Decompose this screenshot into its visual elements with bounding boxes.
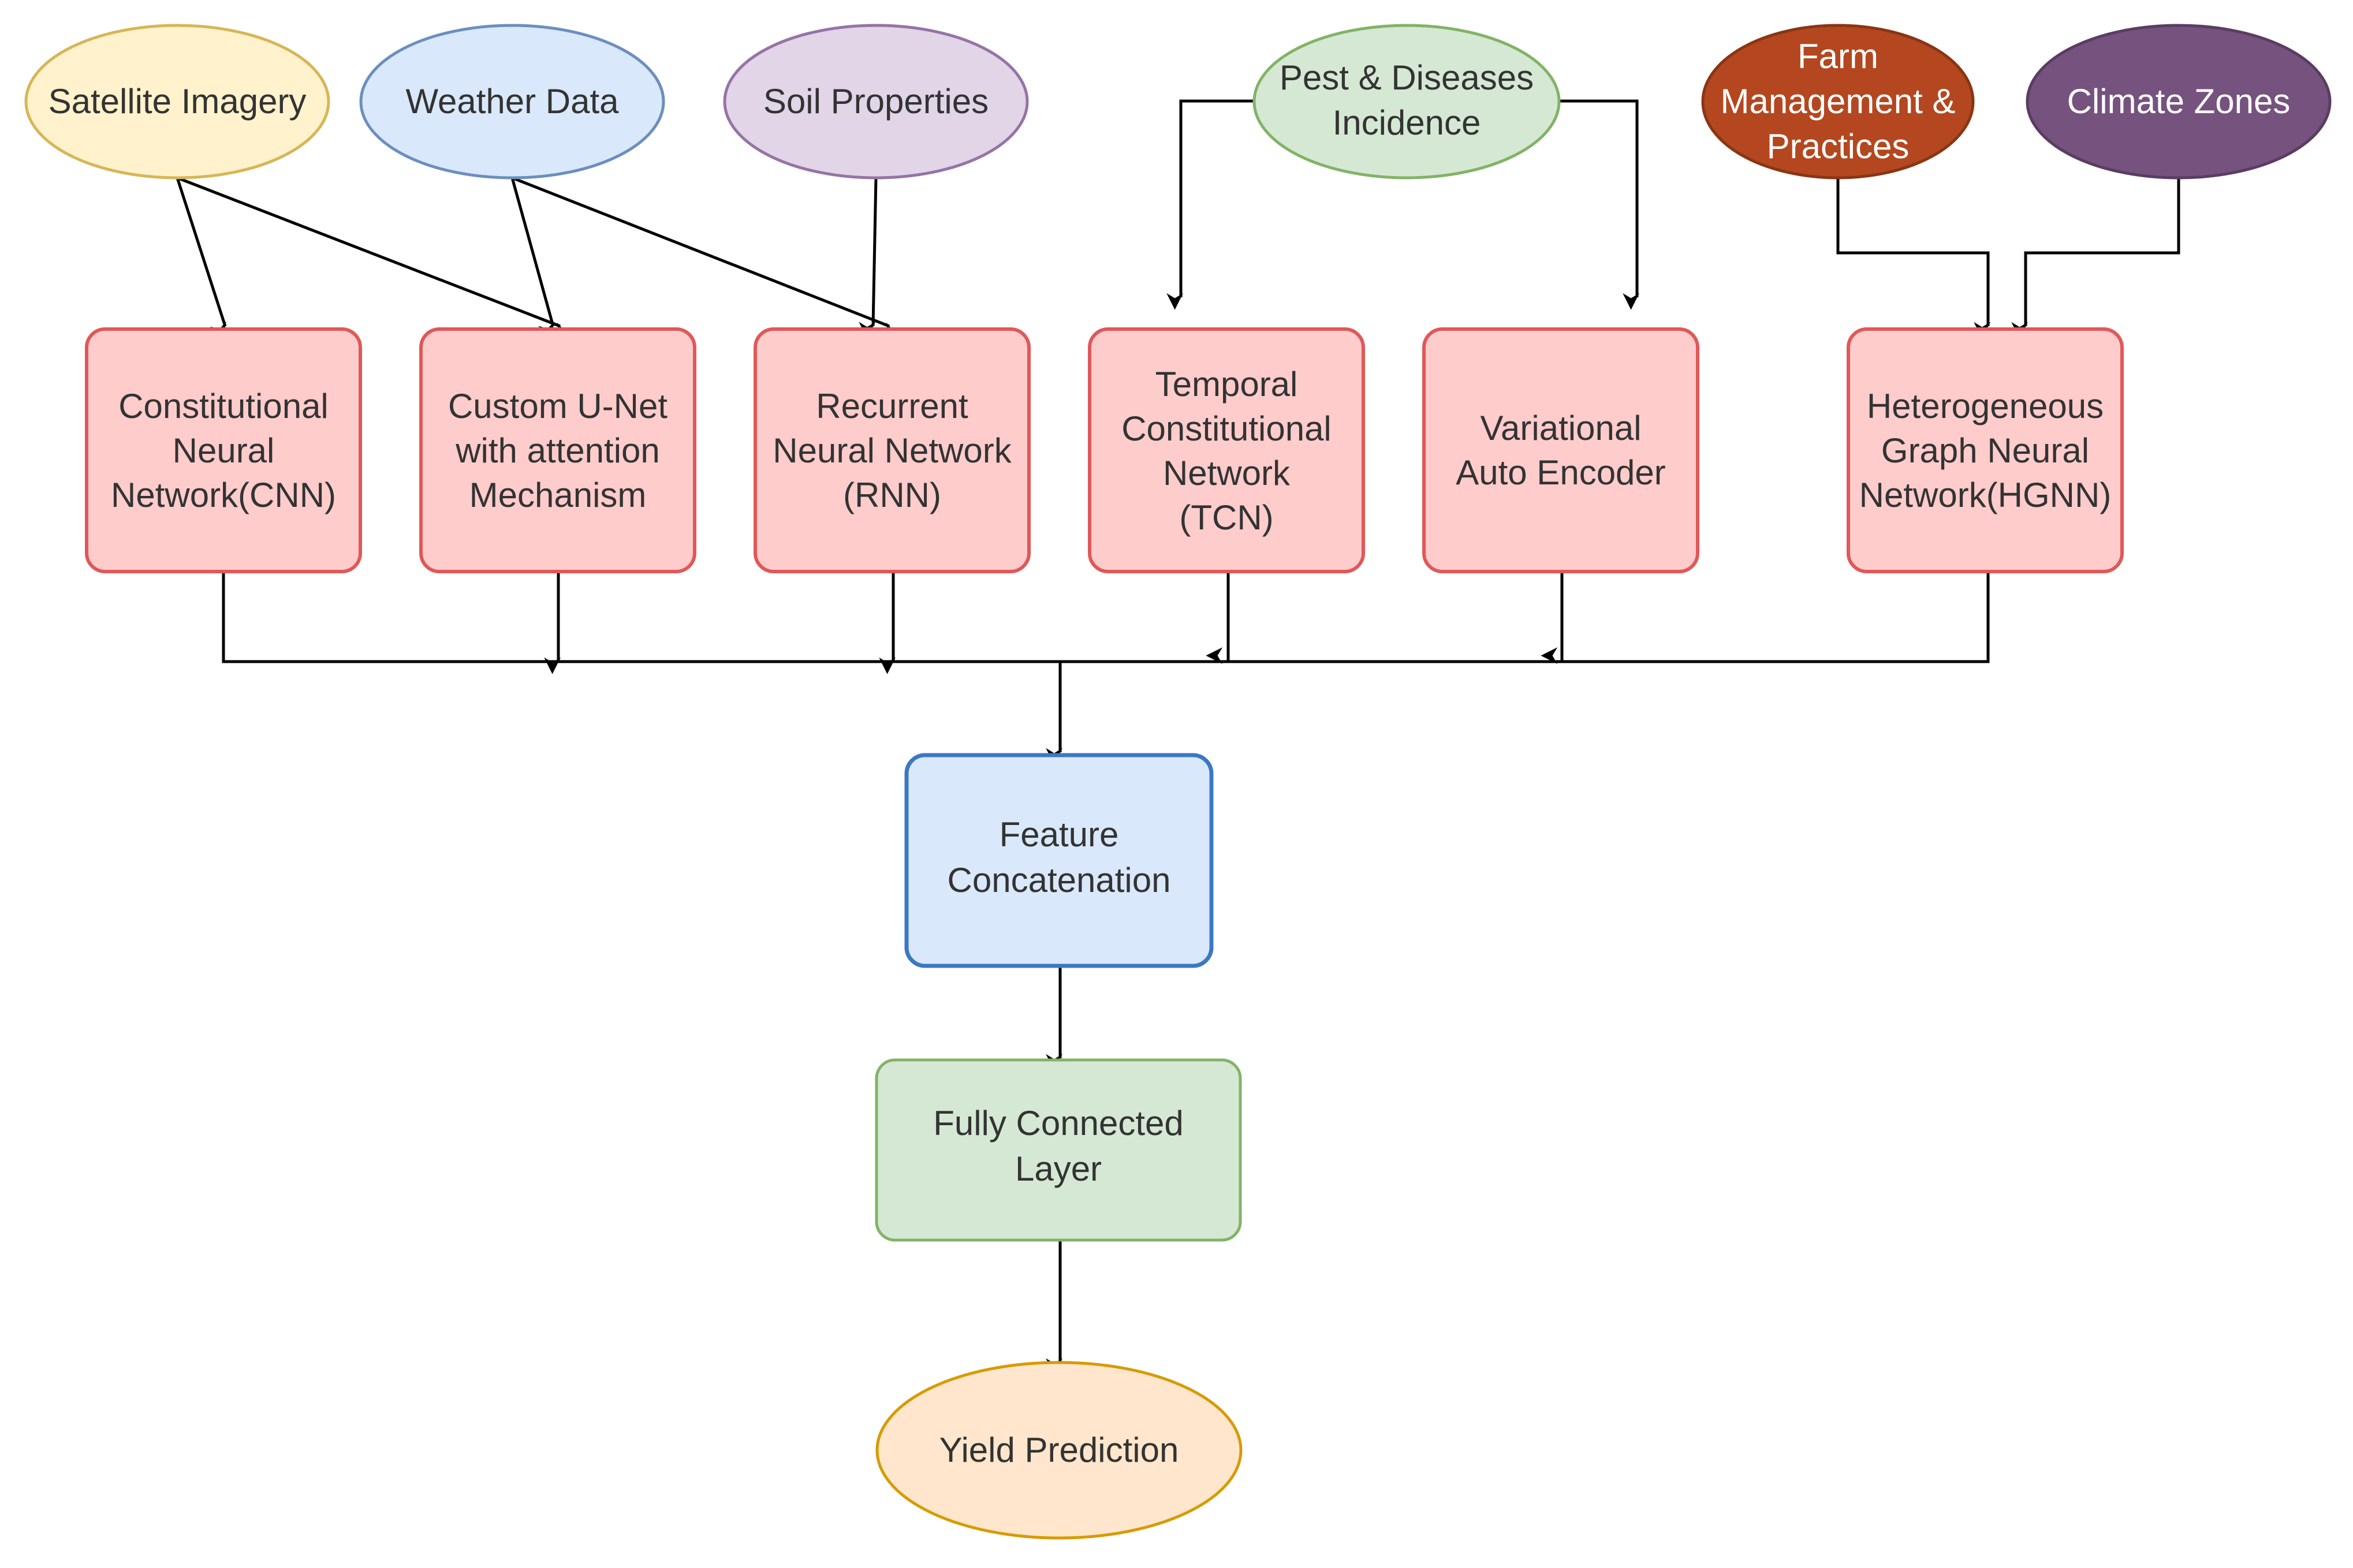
pest-diseases-label-line1: Pest & Diseases [1280,58,1534,97]
edge-satellite-to-cnn [176,177,227,340]
fully-connected-layer-label-line2: Layer [1015,1149,1102,1188]
edge-satellite-to-unet [177,176,570,338]
weather-data-ellipse [359,24,665,180]
vae-label-line2: Auto Encoder [1456,453,1666,492]
edge-farm-to-hgnn [1836,178,1990,339]
input-soil-properties: Soil Properties [723,24,1029,180]
farm-management-ellipse [1701,24,1975,180]
cnn-box [85,327,362,573]
yield-prediction-ellipse [875,1361,1243,1540]
input-farm-management: Farm Management & Practices [1701,24,1975,180]
feature-concatenation-label-line1: Feature [1000,815,1119,854]
cnn-label-line3: Network(CNN) [111,476,336,514]
tcn-label-line1: Temporal [1155,365,1298,404]
pest-diseases-label-line2: Incidence [1333,103,1481,142]
unet-box [419,327,696,573]
edge-climate-to-hgnn [2011,178,2180,339]
feature-concatenation-box [904,753,1214,968]
model-rnn: Recurrent Neural Network (RNN) [754,327,1031,573]
unet-label-line3: Mechanism [469,476,647,514]
edge-weather-to-unet [510,177,555,340]
vae-label-line1: Variational [1480,409,1641,447]
unet-label-line2: with attention [455,431,660,470]
hgnn-label-line2: Graph Neural [1881,431,2089,470]
pest-diseases-ellipse [1252,24,1561,180]
fully-connected-layer-box [875,1058,1242,1242]
fully-connected-layer: Fully Connected Layer [875,1058,1242,1242]
feature-concatenation: Feature Concatenation [904,753,1214,968]
edge-pest-to-tcn [1166,99,1254,310]
edge-cnn-to-bus [222,572,1057,663]
satellite-imagery-label: Satellite Imagery [49,82,307,121]
tcn-box [1088,327,1365,573]
tcn-label-line4: (TCN) [1179,498,1273,537]
weather-data-label: Weather Data [405,82,619,121]
cnn-label-line2: Neural [173,431,275,470]
edge-pest-to-vae [1559,99,1639,310]
input-climate-zones: Climate Zones [2026,24,2332,180]
tcn-label-line3: Network [1163,454,1291,492]
rnn-label-line1: Recurrent [816,387,968,425]
edge-weather-to-rnn [512,176,899,338]
hgnn-label-line3: Network(HGNN) [1859,476,2112,514]
edge-hgnn-to-bus [1057,572,1990,663]
edge-soil-to-rnn [859,177,878,339]
farm-management-label-line2: Management & [1721,82,1956,121]
hgnn-label-line1: Heterogeneous [1867,387,2104,425]
rnn-label-line3: (RNN) [843,476,941,514]
satellite-imagery-ellipse [24,24,330,180]
feature-concatenation-label-line2: Concatenation [948,861,1171,899]
input-weather-data: Weather Data [359,24,665,180]
yield-prediction: Yield Prediction [875,1361,1243,1540]
rnn-box [754,327,1031,573]
input-satellite-imagery: Satellite Imagery [24,24,330,180]
hgnn-box [1847,327,2124,573]
model-hgnn: Heterogeneous Graph Neural Network(HGNN) [1847,327,2124,573]
farm-management-label-line3: Practices [1767,127,1910,166]
yield-prediction-label: Yield Prediction [939,1431,1179,1469]
model-cnn: Constitutional Neural Network(CNN) [85,327,362,573]
climate-zones-ellipse [2026,24,2332,180]
fully-connected-layer-label-line1: Fully Connected [933,1104,1184,1143]
model-tcn: Temporal Constitutional Network (TCN) [1088,327,1365,573]
input-pest-diseases: Pest & Diseases Incidence [1252,24,1561,180]
model-vae: Variational Auto Encoder [1422,327,1699,573]
model-custom-unet: Custom U-Net with attention Mechanism [419,327,696,573]
vae-box [1422,327,1699,573]
farm-management-label-line1: Farm [1798,37,1878,76]
rnn-label-line2: Neural Network [773,431,1012,470]
cnn-label-line1: Constitutional [118,387,329,425]
soil-properties-ellipse [723,24,1029,180]
unet-label-line1: Custom U-Net [448,387,668,425]
soil-properties-label: Soil Properties [763,82,989,121]
connectors [176,99,2180,1375]
climate-zones-label: Climate Zones [2067,82,2291,121]
tcn-label-line2: Constitutional [1121,409,1332,448]
